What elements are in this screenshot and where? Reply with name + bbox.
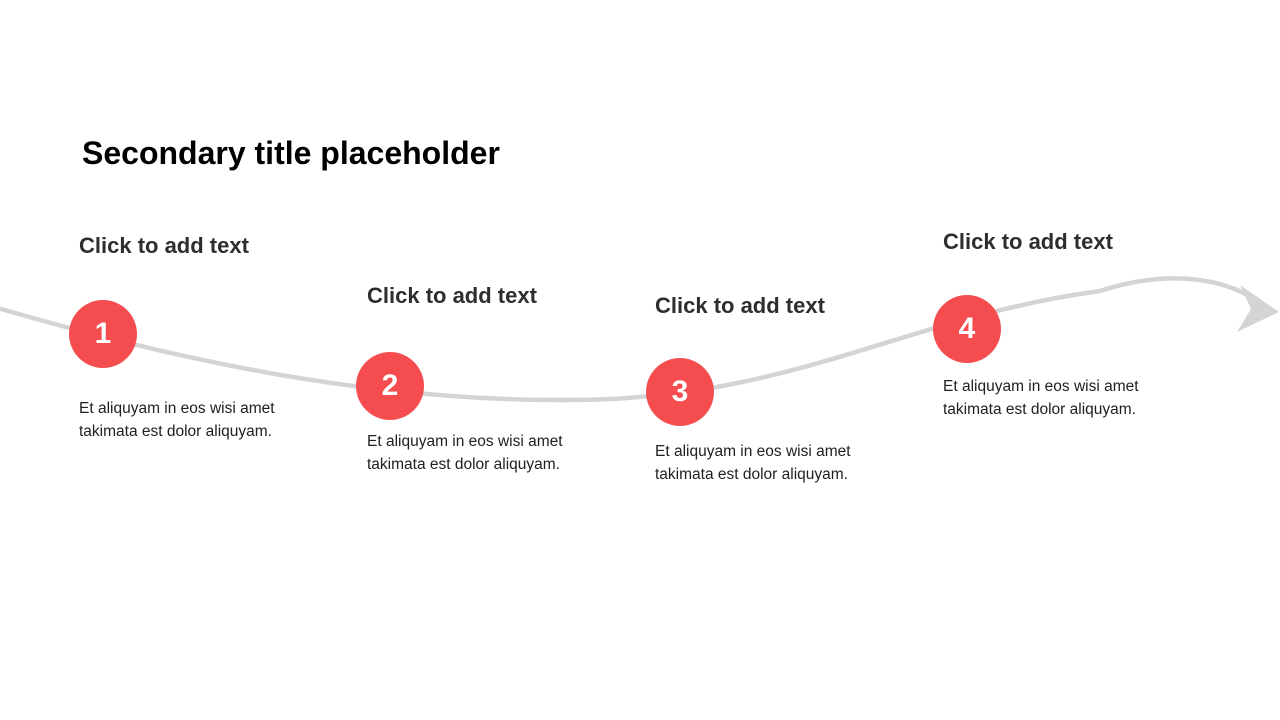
step1-number: 1 [94, 317, 112, 350]
arrow-right-icon [1237, 285, 1279, 332]
step3-number: 3 [671, 375, 689, 408]
step2-body-text[interactable]: Et aliquyam in eos wisi amet takimata es… [367, 433, 563, 473]
step1-heading-placeholder[interactable]: Click to add text [79, 233, 249, 258]
step3-body-text[interactable]: Et aliquyam in eos wisi amet takimata es… [655, 443, 851, 483]
step2-number: 2 [381, 369, 399, 402]
step3-heading-placeholder[interactable]: Click to add text [655, 293, 825, 318]
step4-marker-circle: 4 [933, 295, 1001, 363]
step4-body-text[interactable]: Et aliquyam in eos wisi amet takimata es… [943, 378, 1139, 418]
step1-body-text[interactable]: Et aliquyam in eos wisi amet takimata es… [79, 400, 275, 440]
step1-marker-circle: 1 [69, 300, 137, 368]
step2-heading-placeholder[interactable]: Click to add text [367, 283, 537, 308]
timeline-curve [0, 276, 1264, 403]
step2-marker-circle: 2 [356, 352, 424, 420]
step4-heading-placeholder[interactable]: Click to add text [943, 229, 1113, 254]
step3-marker-circle: 3 [646, 358, 714, 426]
step4-number: 4 [958, 312, 976, 345]
slide-title-placeholder[interactable]: Secondary title placeholder [82, 135, 500, 171]
